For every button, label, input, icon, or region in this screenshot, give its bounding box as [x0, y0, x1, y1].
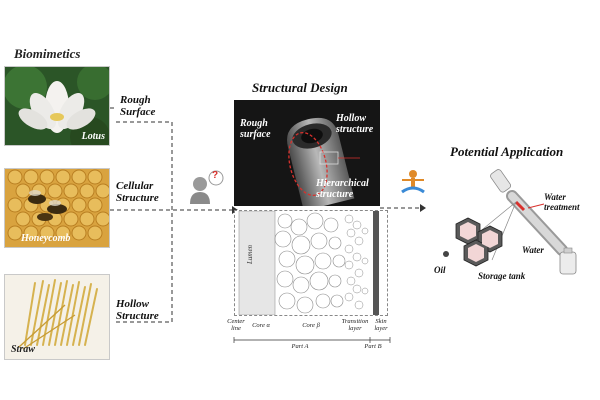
biomimetics-title: Biomimetics: [14, 46, 81, 61]
lumen-label: Lumen: [246, 244, 254, 264]
label-part-b: Part B: [364, 343, 382, 350]
sem-rough-line1: Rough: [240, 118, 268, 129]
label-transition-layer: Transition layer: [338, 318, 372, 332]
label-skin-layer: Skin layer: [370, 318, 392, 332]
skin-line1: Skin: [375, 318, 387, 325]
sem-hier-line2: structure: [316, 189, 354, 200]
skin-line2: layer: [374, 325, 388, 332]
label-core-alpha: Core α: [252, 322, 270, 329]
skin-layer-band: [373, 211, 379, 315]
label-oil: Oil: [434, 265, 446, 275]
core-beta-cells: [274, 212, 346, 314]
pouring-bottle-icon: [490, 169, 512, 193]
label-part-a: Part A: [291, 343, 309, 350]
sem-hollow-line2: structure: [336, 124, 374, 135]
label-rough-surface: Rough Surface: [120, 94, 155, 118]
straw-icon: [5, 275, 109, 359]
straw-caption: Straw: [11, 344, 35, 355]
sem-label-hollow: Hollow structure: [336, 113, 373, 135]
cross-section-schematic: [234, 210, 388, 316]
water-treatment-line2: treatment: [544, 202, 580, 212]
label-center-line: Center line: [222, 318, 250, 332]
straw-photo: Straw: [4, 274, 110, 360]
sem-hollow-line1: Hollow: [336, 113, 367, 124]
application-illustration: [443, 169, 577, 275]
cellular-line2: Structure: [116, 192, 159, 204]
oil-drop-icon: [443, 251, 449, 257]
label-water-treatment: Water treatment: [544, 192, 580, 212]
water-container-icon: [559, 247, 577, 275]
label-core-beta: Core β: [302, 322, 320, 329]
label-storage-tank: Storage tank: [478, 271, 526, 281]
part-brackets: [233, 337, 391, 343]
transition-line2: layer: [348, 325, 362, 332]
arrow-to-application: [420, 204, 426, 212]
cellular-line1: Cellular: [116, 180, 154, 192]
hollow-line2: Structure: [116, 310, 159, 322]
rough-line2: Surface: [120, 106, 156, 118]
thinking-figure-icon: ?: [186, 170, 226, 206]
rough-line1: Rough: [120, 94, 151, 106]
lotus-flower-icon: [5, 67, 109, 145]
label-water: Water: [522, 245, 544, 255]
sem-label-hierarchical: Hierarchical structure: [316, 178, 369, 200]
sem-hier-line1: Hierarchical: [316, 178, 369, 189]
fiber-pipe-icon: [506, 190, 568, 256]
center-line2: line: [231, 325, 241, 332]
structural-design-title: Structural Design: [252, 80, 348, 95]
sem-rough-line2: surface: [240, 129, 271, 140]
center-line1: Center: [227, 318, 245, 325]
sem-image-panel: [234, 100, 380, 206]
water-treatment-line1: Water: [544, 192, 566, 202]
lotus-photo: Lotus: [4, 66, 110, 146]
hollow-line1: Hollow: [116, 298, 150, 310]
bee-icon: [28, 190, 67, 221]
label-cellular-structure: Cellular Structure: [116, 180, 159, 204]
transition-cells: [344, 214, 369, 310]
potential-application-title: Potential Application: [450, 144, 564, 159]
honeycomb-caption: Honeycomb: [21, 233, 71, 244]
section-layers: [238, 211, 379, 315]
question-mark: ?: [212, 170, 219, 181]
honeycomb-photo: Honeycomb: [4, 168, 110, 248]
honeycomb-icon: [5, 169, 109, 247]
label-hollow-structure: Hollow Structure: [116, 298, 159, 322]
engineer-figure-icon: [396, 168, 430, 198]
sem-label-rough: Rough surface: [240, 118, 271, 140]
lotus-caption: Lotus: [81, 131, 105, 142]
hollow-fiber-sem: [287, 117, 360, 206]
transition-line1: Transition: [341, 318, 369, 325]
